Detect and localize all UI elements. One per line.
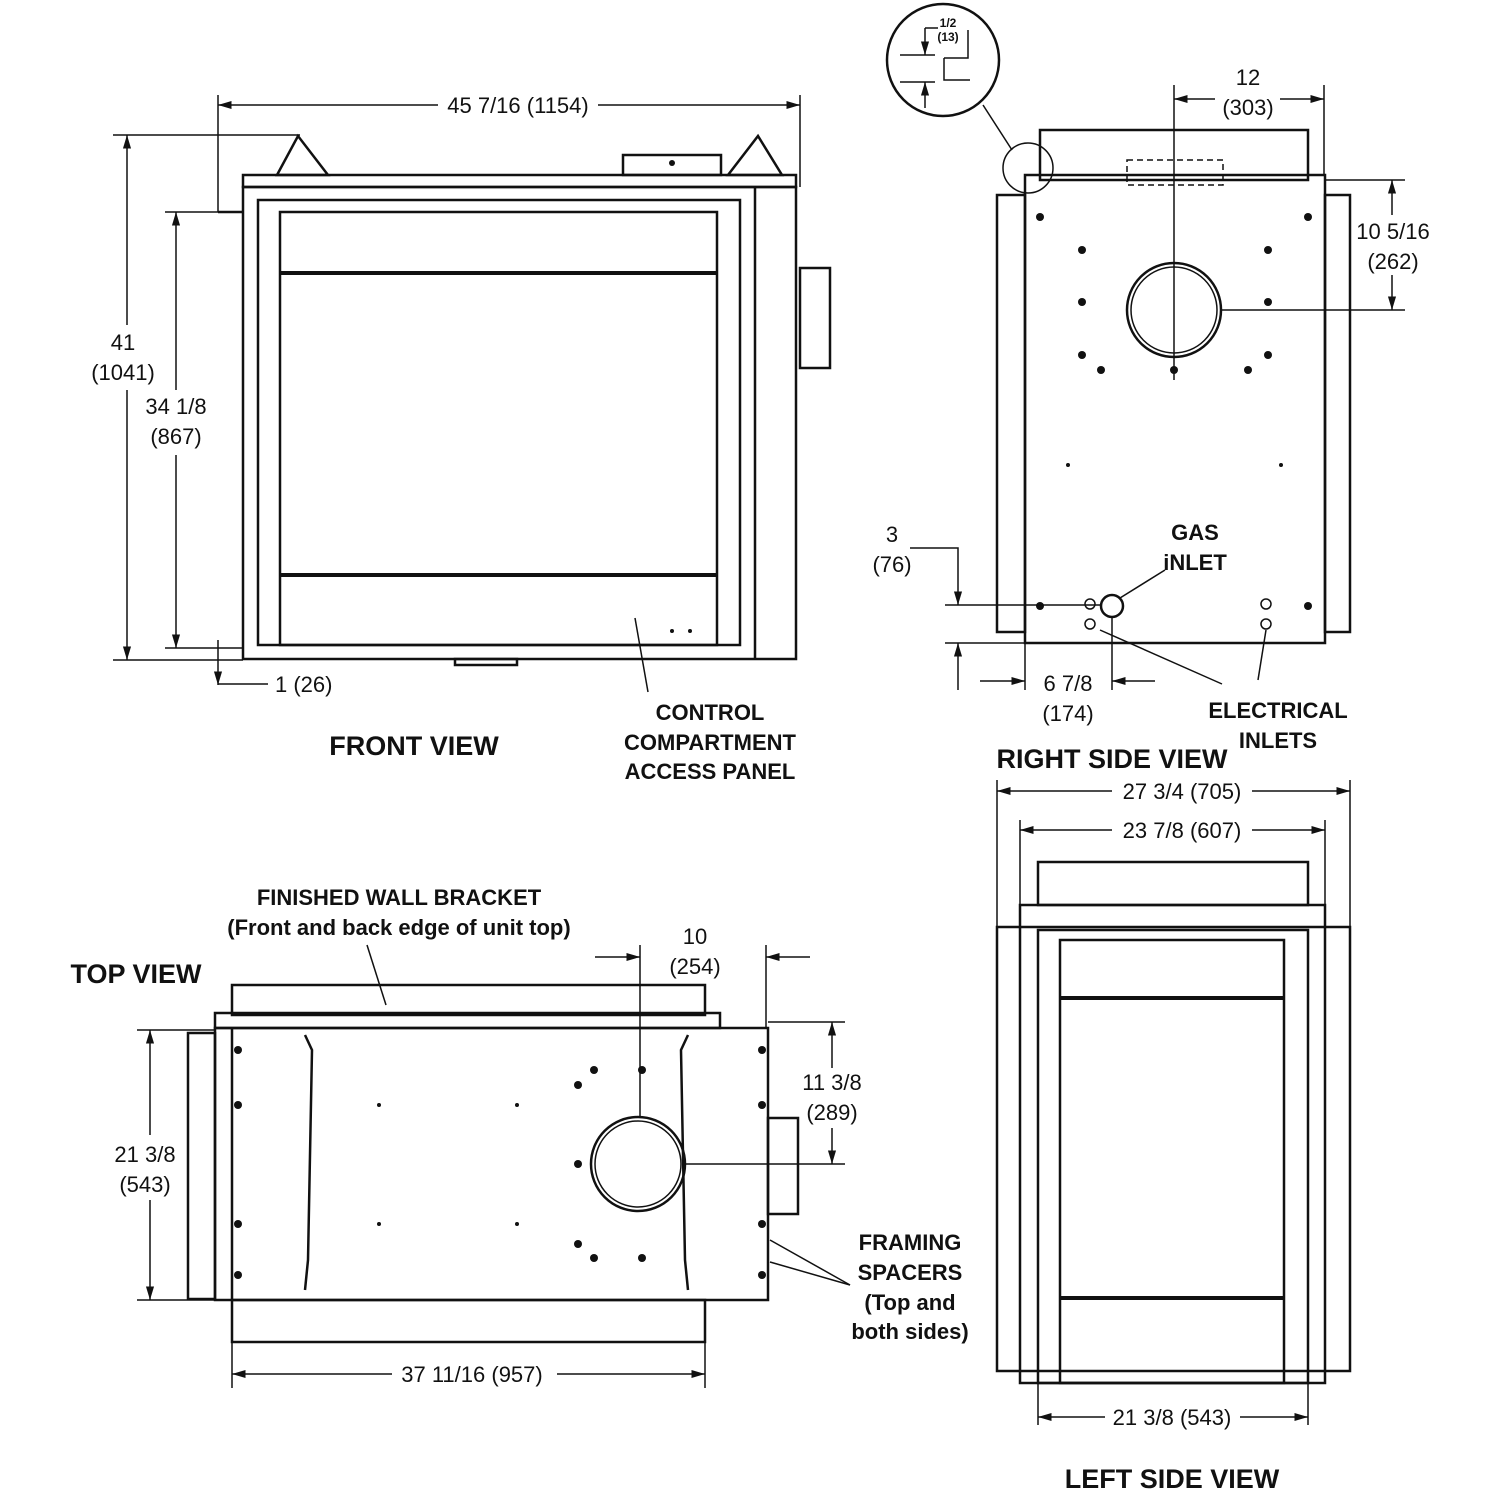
gas-inlet-label-1: GAS bbox=[1171, 520, 1219, 545]
flue-offset-dimension: 12 bbox=[1236, 65, 1260, 90]
flue-height-dimension: 10 5/16 bbox=[1356, 219, 1429, 244]
flue-offset-mm: (303) bbox=[1222, 95, 1273, 120]
detail-dimension: 1/2 bbox=[940, 16, 957, 30]
detail-dimension-mm: (13) bbox=[937, 30, 958, 44]
left-side-view: 27 3/4 (705) 23 7/8 (607) 21 3/8 (543) L… bbox=[995, 779, 1352, 1494]
control-panel-label-3: ACCESS PANEL bbox=[625, 759, 796, 784]
control-panel-label-1: CONTROL bbox=[656, 700, 765, 725]
opening-height-dimension: 34 1/8 bbox=[145, 394, 206, 419]
front-height-mm: (1041) bbox=[91, 360, 155, 385]
gas-inlet-label-2: iNLET bbox=[1163, 550, 1227, 575]
electrical-inlets-label-1: ELECTRICAL bbox=[1208, 698, 1347, 723]
top-flue-depth-mm: (289) bbox=[806, 1100, 857, 1125]
framing-spacers-label-4: both sides) bbox=[851, 1319, 968, 1344]
electrical-inlets-label-2: INLETS bbox=[1239, 728, 1317, 753]
framing-spacers-label-2: SPACERS bbox=[858, 1260, 963, 1285]
left-side-view-title: LEFT SIDE VIEW bbox=[1065, 1464, 1280, 1494]
body-depth-dimension: 23 7/8 (607) bbox=[1123, 818, 1242, 843]
gas-inlet-height-mm: (76) bbox=[872, 552, 911, 577]
front-height-dimension: 41 bbox=[111, 330, 135, 355]
control-panel-label-2: COMPARTMENT bbox=[624, 730, 796, 755]
top-depth-dimension: 21 3/8 bbox=[114, 1142, 175, 1167]
top-depth-mm: (543) bbox=[119, 1172, 170, 1197]
framing-spacers-label-3: (Top and bbox=[864, 1290, 955, 1315]
top-flue-depth-dimension: 11 3/8 bbox=[802, 1070, 862, 1095]
gas-inlet-offset-mm: (174) bbox=[1042, 701, 1093, 726]
wall-bracket-label: FINISHED WALL BRACKET bbox=[257, 885, 542, 910]
gas-inlet-offset-dimension: 6 7/8 bbox=[1044, 671, 1093, 696]
flue-height-mm: (262) bbox=[1367, 249, 1418, 274]
right-side-view-title: RIGHT SIDE VIEW bbox=[996, 744, 1228, 774]
top-flue-offset-dimension: 10 bbox=[683, 924, 707, 949]
front-view: 45 7/16 (1154) 41 (1041) 34 1/8 (867) 1 … bbox=[91, 93, 832, 784]
opening-height-mm: (867) bbox=[150, 424, 201, 449]
wall-bracket-sublabel: (Front and back edge of unit top) bbox=[227, 915, 570, 940]
top-flue-offset-mm: (254) bbox=[669, 954, 720, 979]
top-width-dimension: 37 11/16 (957) bbox=[401, 1362, 542, 1387]
framing-spacers-label-1: FRAMING bbox=[859, 1230, 962, 1255]
top-view: TOP VIEW FINISHED WALL BRACKET (Front an… bbox=[70, 885, 969, 1388]
front-width-dimension: 45 7/16 (1154) bbox=[447, 93, 588, 118]
right-side-view: 1/2 (13) 12 (303) 10 5/16 (262) 3 (76) 6… bbox=[872, 2, 1430, 774]
bottom-offset-dimension: 1 (26) bbox=[275, 672, 332, 697]
gas-inlet-height-dimension: 3 bbox=[886, 522, 898, 547]
top-view-title: TOP VIEW bbox=[70, 959, 202, 989]
opening-depth-dimension: 21 3/8 (543) bbox=[1113, 1405, 1232, 1430]
front-view-title: FRONT VIEW bbox=[329, 731, 499, 761]
overall-depth-dimension: 27 3/4 (705) bbox=[1123, 779, 1242, 804]
